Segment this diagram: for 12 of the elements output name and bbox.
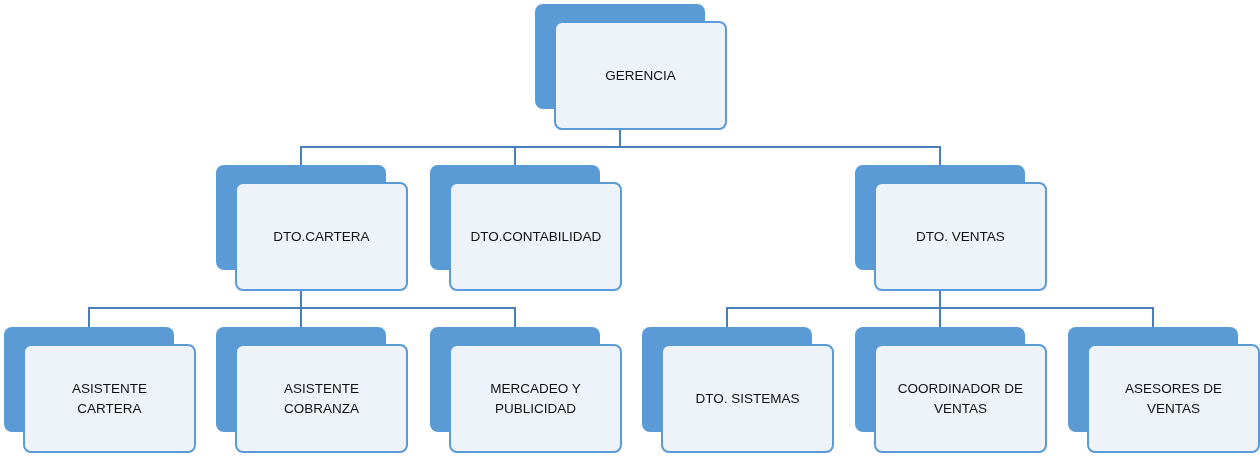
connector-line [939,290,1154,328]
box-label: DTO.CONTABILIDAD [470,227,601,246]
box-label: COORDINADOR DE VENTAS [896,379,1025,418]
box-label: DTO.CARTERA [273,227,370,246]
box-label: DTO. SISTEMAS [695,389,800,408]
box-label: MERCADEO Y PUBLICIDAD [489,379,582,418]
box-label: ASISTENTE COBRANZA [283,379,360,418]
box-label: ASESORES DE VENTAS [1124,379,1223,418]
box-label: DTO. VENTAS [916,227,1005,246]
box-label: GERENCIA [605,66,676,85]
connector-line [619,129,941,166]
box-label: ASISTENTE CARTERA [71,379,148,418]
